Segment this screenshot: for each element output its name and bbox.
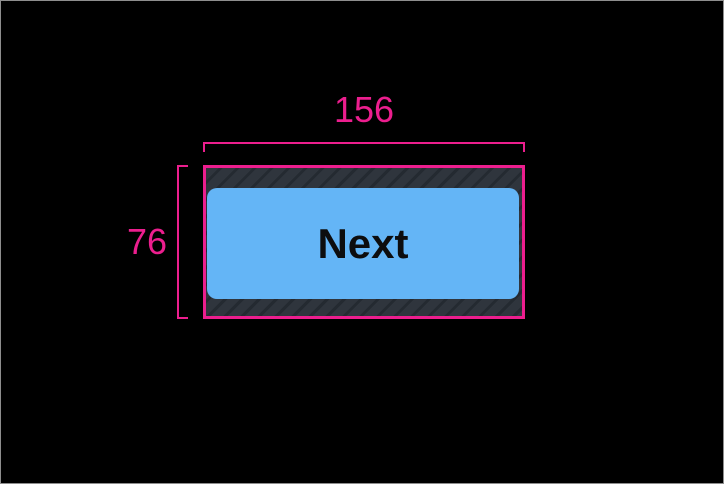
height-dimension-label: 76 — [126, 221, 167, 262]
height-dimension-bracket — [177, 165, 188, 319]
component-bounds-highlight: Next — [203, 165, 525, 319]
width-dimension-bracket — [203, 142, 525, 152]
next-button[interactable]: Next — [207, 188, 519, 299]
width-dimension-label: 156 — [333, 89, 395, 130]
